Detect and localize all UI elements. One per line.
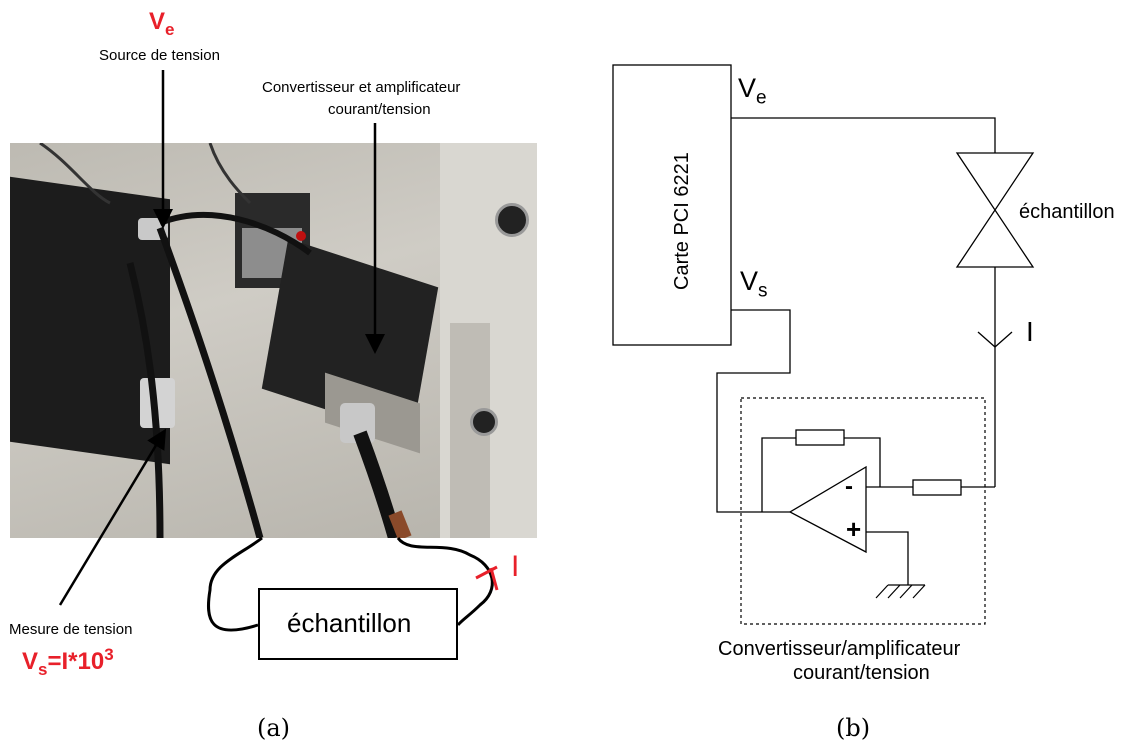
vs-subscript: s xyxy=(38,659,48,679)
pci-card-box xyxy=(612,64,732,346)
rack-screw-bottom xyxy=(470,408,498,436)
feedback-resistor xyxy=(795,429,845,446)
circuit-schematic xyxy=(612,64,1035,625)
vs-exponent: 3 xyxy=(104,645,114,664)
source-label: Source de tension xyxy=(99,47,220,64)
sample-symbol xyxy=(955,152,1035,268)
current-arrow-b xyxy=(977,331,1013,348)
current-label-b: I xyxy=(1026,316,1034,347)
caption-a: (a) xyxy=(257,714,291,742)
vs-main: V xyxy=(22,648,39,675)
caption-b: (b) xyxy=(836,714,871,742)
opamp-plus: + xyxy=(846,514,862,544)
current-arrow-a1 xyxy=(475,565,498,580)
converter-label-b-line2: courant/tension xyxy=(793,662,930,684)
wire-feedback-right xyxy=(844,437,881,487)
ve-label: Ve xyxy=(149,8,174,40)
cables xyxy=(39,143,412,538)
current-label-a: I xyxy=(511,550,520,583)
sample-label: échantillon xyxy=(287,608,412,638)
wire-plus-ground xyxy=(866,531,909,585)
ve-subscript: e xyxy=(165,19,175,39)
opamp-minus: - xyxy=(845,473,853,500)
arrow-measure xyxy=(58,428,167,606)
ve-subscript-b: e xyxy=(756,87,767,109)
current-arrow-a2 xyxy=(489,567,499,591)
panel-a-overlay xyxy=(58,70,499,632)
vs-formula: Vs=I*103 xyxy=(22,645,114,680)
converter-dashed-box xyxy=(740,397,986,625)
ve-main-b: V xyxy=(738,73,757,103)
converter-label-line1: Convertisseur et amplificateur xyxy=(262,79,461,96)
wire-left xyxy=(206,536,263,632)
sample-box xyxy=(258,588,458,660)
ground-hatch-1 xyxy=(875,584,889,599)
ve-main: V xyxy=(149,8,166,35)
pci-card-label: Carte PCI 6221 xyxy=(671,152,693,290)
ground-hatch-3 xyxy=(899,584,913,599)
wire-feedback xyxy=(761,437,796,512)
vs-subscript-b: s xyxy=(758,280,768,302)
converter-label-b-line1: Convertisseur/amplificateur xyxy=(718,638,961,660)
rack-screw-top xyxy=(495,203,529,237)
vs-main-b: V xyxy=(740,266,759,296)
ground-hatch-2 xyxy=(887,584,901,599)
converter-label-line2: courant/tension xyxy=(328,101,431,118)
measure-label: Mesure de tension xyxy=(9,621,133,638)
wire-right xyxy=(396,536,494,626)
vs-equation: =I*10 xyxy=(47,648,105,675)
ve-label-b: Ve xyxy=(738,73,767,109)
red-terminal xyxy=(296,231,306,241)
ground-hatch-4 xyxy=(912,584,926,599)
input-resistor xyxy=(912,479,962,496)
opamp-triangle xyxy=(788,465,867,554)
setup-photo xyxy=(10,143,537,538)
wire-ve xyxy=(731,117,996,153)
wire-vs xyxy=(716,309,791,513)
vs-label-b: Vs xyxy=(740,266,768,302)
sample-label-b: échantillon xyxy=(1019,201,1115,223)
